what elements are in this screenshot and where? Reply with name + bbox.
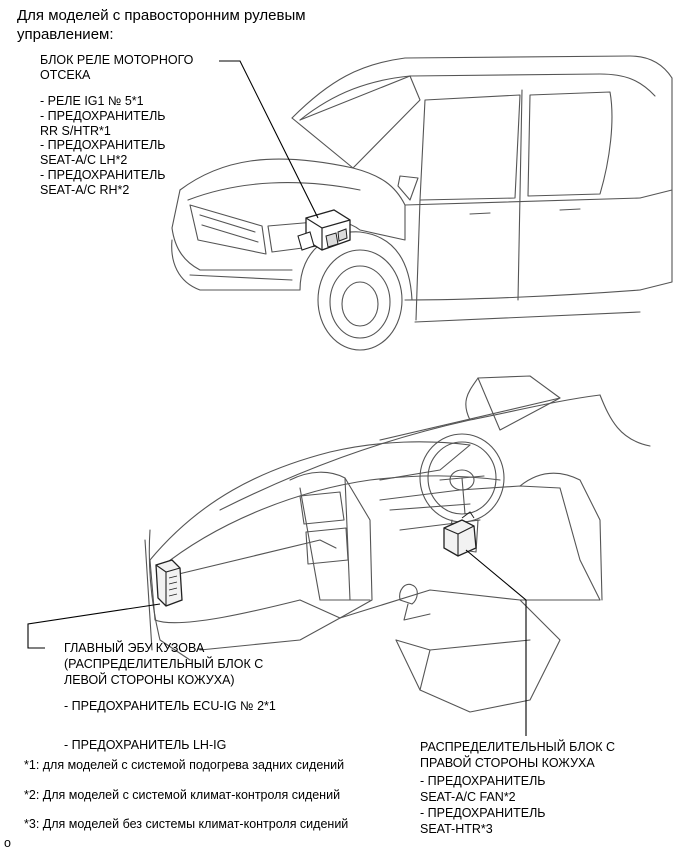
main-body-ecu-item-1: - ПРЕДОХРАНИТЕЛЬ ECU-IG № 2*1 [64, 699, 276, 713]
engine-relay-title-2: ОТСЕКА [40, 68, 91, 82]
main-body-ecu-leader-line [27, 603, 161, 649]
engine-relay-item: SEAT-A/C RH*2 [40, 183, 130, 197]
right-junction-leader-line [465, 549, 527, 736]
engine-relay-block-shape [297, 209, 351, 251]
footnote-1: *1: для моделей с системой подогрева зад… [24, 758, 345, 772]
engine-relay-title-1: БЛОК РЕЛЕ МОТОРНОГО [40, 53, 194, 67]
right-junction-item: - ПРЕДОХРАНИТЕЛЬ [420, 774, 546, 788]
main-body-ecu-item-2: - ПРЕДОХРАНИТЕЛЬ LH-IG [64, 738, 227, 752]
engine-relay-item: - ПРЕДОХРАНИТЕЛЬ [40, 138, 166, 152]
vehicle-drawing [171, 55, 673, 351]
engine-relay-item: - ПРЕДОХРАНИТЕЛЬ [40, 109, 166, 123]
main-body-ecu-title-1: ГЛАВНЫЙ ЭБУ КУЗОВА [64, 641, 205, 655]
header-line-2: управлением: [17, 26, 114, 43]
dashboard-drawing [144, 375, 651, 713]
header-line-1: Для моделей с правосторонним рулевым [17, 7, 306, 24]
right-junction-block-shape [443, 511, 477, 557]
engine-relay-item: RR S/HTR*1 [40, 124, 111, 138]
right-junction-item: - ПРЕДОХРАНИТЕЛЬ [420, 806, 546, 820]
engine-relay-item: SEAT-A/C LH*2 [40, 153, 128, 167]
main-body-ecu-shape [155, 559, 183, 607]
right-junction-item: SEAT-A/C FAN*2 [420, 790, 516, 804]
footnote-2: *2: Для моделей с системой климат-контро… [24, 788, 341, 802]
main-body-ecu-title-3: ЛЕВОЙ СТОРОНЫ КОЖУХА) [64, 673, 235, 687]
footnote-3: *3: Для моделей без системы климат-контр… [24, 817, 349, 831]
engine-relay-item: - ПРЕДОХРАНИТЕЛЬ [40, 168, 166, 182]
engine-relay-item: - РЕЛЕ IG1 № 5*1 [40, 94, 144, 108]
right-junction-title-1: РАСПРЕДЕЛИТЕЛЬНЫЙ БЛОК С [420, 740, 616, 754]
engine-relay-leader-line [219, 60, 319, 219]
corner-mark: o [4, 836, 11, 850]
right-junction-item: SEAT-HTR*3 [420, 822, 493, 836]
right-junction-title-2: ПРАВОЙ СТОРОНЫ КОЖУХА [420, 756, 595, 770]
main-body-ecu-title-2: (РАСПРЕДЕЛИТЕЛЬНЫЙ БЛОК С [64, 657, 264, 671]
